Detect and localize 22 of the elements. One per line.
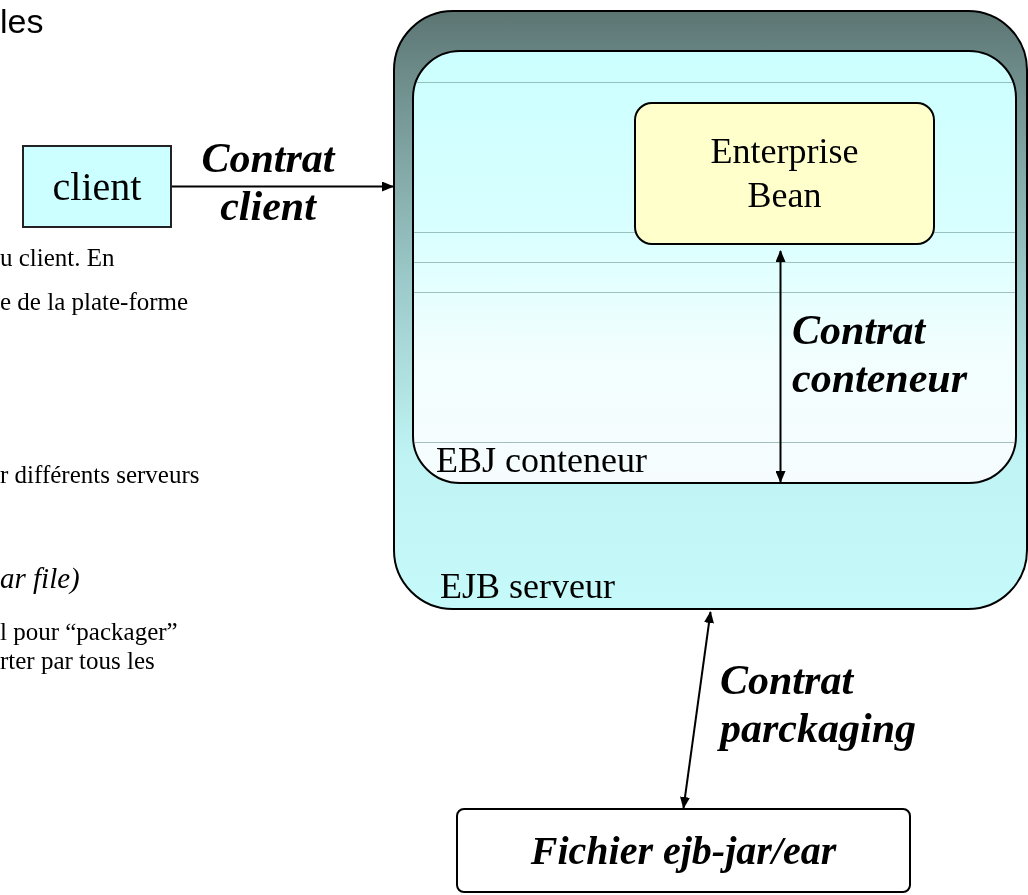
client-box [22,145,172,228]
file-box [456,808,911,893]
arrow [171,181,394,192]
arrow [775,250,786,483]
text-fragment: u client. En [0,243,115,273]
node-label: EJB serveur [440,568,615,604]
bean-box [634,102,935,245]
edge-label: Contrat conteneur [792,306,969,403]
node-label: EBJ conteneur [436,442,647,478]
text-fragment: e de la plate-forme [0,287,189,317]
edge-label: Contrat client [200,134,337,231]
server-container [393,10,1028,610]
text-fragment: r différents serveurs [0,460,200,490]
node-label: Fichier ejb-jar/ear [530,830,837,871]
text-fragment: ar file) [0,561,80,596]
text-fragment: rter par tous les [0,646,155,676]
node-label: client [52,166,142,207]
container-box [412,50,1017,484]
arrow [680,611,714,809]
text-fragment: les [0,1,44,42]
node-label: Enterprise Bean [709,130,860,217]
text-fragment: l pour “packager” [0,617,178,647]
